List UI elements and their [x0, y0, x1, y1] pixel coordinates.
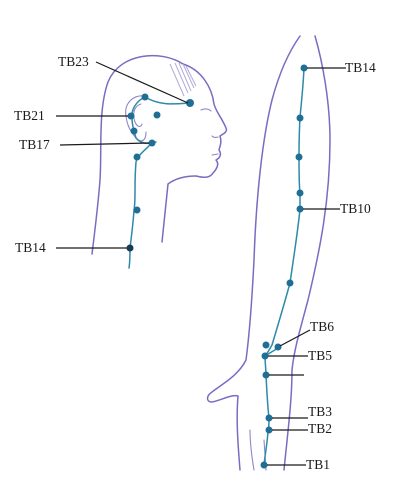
arm-meridian-line [264, 68, 304, 465]
arm-labels: TB14 TB10 TB6 TB5 TB3 TB2 TB1 [267, 60, 376, 472]
arm-outline-outer [208, 36, 301, 470]
label-tb6: TB6 [310, 319, 334, 334]
face-profile [183, 64, 226, 177]
head-meridian-line [129, 97, 190, 268]
point-arm-upper-2 [296, 154, 303, 161]
point-tb17 [149, 140, 156, 147]
point-tb3 [266, 415, 273, 422]
label-tb2: TB2 [308, 421, 332, 436]
jaw-neck-front [162, 176, 196, 242]
point-tb5 [262, 353, 269, 360]
point-tb14-head [127, 245, 134, 252]
mouth-detail [212, 154, 218, 155]
label-tb14-head: TB14 [15, 240, 46, 255]
label-tb5: TB5 [308, 348, 332, 363]
point-tb21 [128, 113, 135, 120]
point-arm-elbow [297, 190, 304, 197]
label-tb21: TB21 [14, 108, 45, 123]
label-tb10: TB10 [340, 201, 371, 216]
label-tb17: TB17 [19, 137, 50, 152]
point-temple [154, 112, 161, 119]
point-tb2 [266, 427, 273, 434]
nose-detail [212, 136, 218, 137]
point-tb10 [297, 206, 304, 213]
label-tb23: TB23 [58, 54, 89, 69]
label-tb3: TB3 [308, 404, 332, 419]
leader-tb17 [60, 143, 149, 145]
point-ear-back [131, 128, 138, 135]
point-neck-upper [134, 154, 141, 161]
head-meridian [127, 94, 195, 269]
eye-detail [201, 109, 211, 111]
point-tb4 [263, 372, 270, 379]
arm-meridian [261, 65, 308, 469]
leader-tb6 [280, 330, 310, 346]
point-ear-top [142, 94, 149, 101]
point-arm-upper-1 [297, 115, 304, 122]
point-tb1 [261, 462, 268, 469]
head-figure [92, 56, 226, 254]
point-tb6-b [275, 344, 282, 351]
point-forearm [287, 280, 294, 287]
point-tb6-a [263, 342, 270, 349]
point-tb14-arm [301, 65, 308, 72]
label-tb1: TB1 [306, 457, 330, 472]
point-neck-mid [134, 207, 141, 214]
ear-inner [134, 104, 142, 126]
label-tb14-arm: TB14 [345, 60, 376, 75]
